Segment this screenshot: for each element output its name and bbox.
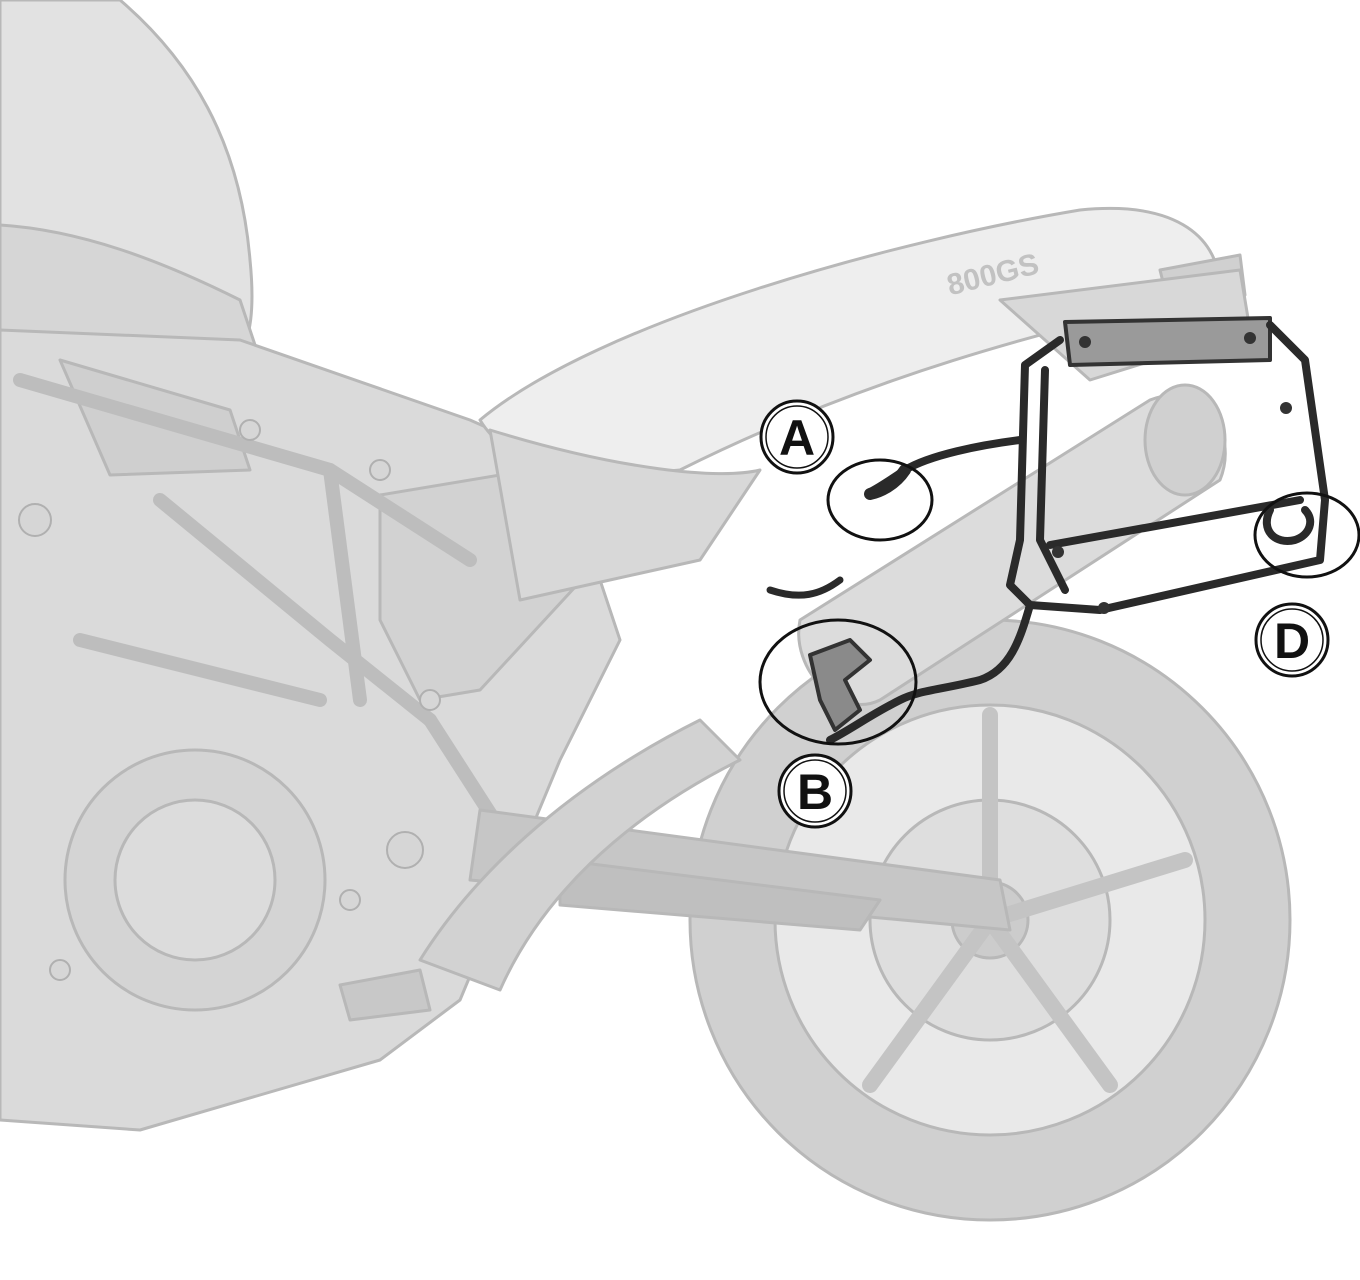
seat-base [488,428,762,602]
rack-bolt [1052,546,1064,558]
rack-rear-loop [766,576,844,599]
rack-arm-b [826,601,1034,744]
rack-arm-a-hook [864,464,911,500]
callout-ring-d [1253,491,1360,579]
luggage-rack [766,316,1329,744]
footpeg [338,968,432,1022]
callout-badge-b: B [777,753,853,829]
rack-bolt [1098,602,1110,614]
callout-badge-a: A [759,399,835,475]
clutch-cover-inner [113,798,277,962]
callout-label-d: D [1274,613,1310,669]
callout-label-a: A [779,410,815,466]
rack-inner-tube [1036,366,1069,594]
muffler-end-cap [1143,383,1227,497]
rack-top-plate [1063,316,1272,367]
rack-main-loop [1006,321,1329,614]
callout-rings [758,458,1360,746]
callout-label-b: B [797,764,833,820]
rack-plate-bolt [1244,332,1256,344]
rack-plate-bolt [1079,336,1091,348]
rack-lower-bar [1046,496,1304,549]
callout-ring-a [826,458,934,542]
exhaust-pipe [418,718,742,992]
callout-ring-b [758,618,918,746]
frame-bolts [18,419,441,981]
rack-hook-d [1262,506,1315,545]
tank-side-panel [0,223,262,362]
callout-badge-d: D [1254,602,1330,678]
rack-bracket-b [808,638,872,732]
rack-bolt [1280,402,1292,414]
